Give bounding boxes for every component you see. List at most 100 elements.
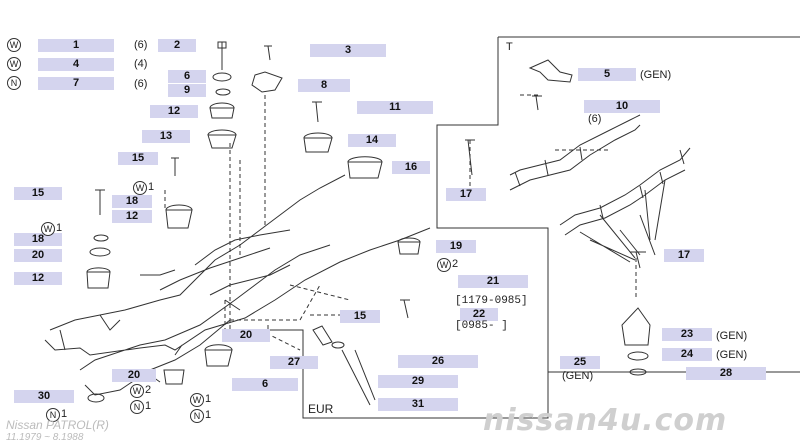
fastener-code-index: 1 <box>148 181 155 193</box>
callout-label[interactable]: 29 <box>378 375 458 388</box>
date-range-caption: 11.1979 ~ 8.1988 <box>6 432 84 443</box>
callout-label[interactable]: 25 <box>560 356 600 369</box>
callout-label[interactable]: 30 <box>14 390 74 403</box>
fastener-code-w: W <box>41 222 55 236</box>
callout-label[interactable]: 10 <box>584 100 660 113</box>
callout-label[interactable]: 22 <box>460 308 498 321</box>
callout-label[interactable]: 5 <box>578 68 636 81</box>
watermark: nissan4u.com <box>483 403 728 438</box>
callout-label[interactable]: 20 <box>112 369 156 382</box>
model-caption: Nissan PATROL(R) <box>6 418 109 432</box>
part-bolt-15c <box>400 299 410 319</box>
fastener-code-index: 1 <box>61 408 68 420</box>
part-bolt-3 <box>264 45 272 61</box>
part-bush-23 <box>621 307 651 346</box>
callout-label[interactable]: 6 <box>232 378 298 391</box>
callout-label[interactable]: 1 <box>38 39 114 52</box>
callout-label[interactable]: 27 <box>270 356 318 369</box>
callout-label[interactable]: 26 <box>398 355 478 368</box>
part-bracket-5 <box>528 59 573 83</box>
part-bolt-15a <box>171 157 179 176</box>
section-t-frame <box>509 114 691 236</box>
part-bush-12b <box>165 204 193 229</box>
fastener-code-n: N <box>190 409 204 423</box>
fastener-code-index: 2 <box>452 258 459 270</box>
fastener-code-index: 1 <box>205 409 212 421</box>
fastener-code-w: W <box>7 38 21 52</box>
callout-label[interactable]: 15 <box>118 152 158 165</box>
part-bolt-11 <box>312 101 322 123</box>
callout-label[interactable]: 2 <box>158 39 196 52</box>
callout-label[interactable]: 3 <box>310 44 386 57</box>
callout-label[interactable]: 12 <box>14 272 62 285</box>
part-bush-20a <box>89 247 111 257</box>
callout-label[interactable]: 15 <box>340 310 380 323</box>
date-code: [1179-0985] <box>455 295 528 307</box>
part-washer-6 <box>212 72 232 82</box>
note-gen: (GEN) <box>640 69 672 81</box>
callout-label[interactable]: 18 <box>112 195 152 208</box>
fastener-code-index: 1 <box>56 222 63 234</box>
dashed-guide <box>164 94 637 351</box>
fastener-code-index: 1 <box>145 400 152 412</box>
part-bush-19 <box>397 237 421 255</box>
part-washer-25 <box>331 341 345 349</box>
fastener-code-n: N <box>7 76 21 90</box>
callout-label[interactable]: 4 <box>38 58 114 71</box>
part-bolt-15b <box>95 189 105 215</box>
note-qty: (6) <box>588 113 602 125</box>
callout-label[interactable]: 21 <box>458 275 528 288</box>
part-bolt-2 <box>217 41 227 70</box>
callout-label[interactable]: 24 <box>662 348 712 361</box>
callout-label[interactable]: 20 <box>222 329 270 342</box>
callout-label[interactable]: 12 <box>150 105 198 118</box>
part-washer-24 <box>627 351 649 361</box>
callout-label[interactable]: 8 <box>298 79 350 92</box>
callout-label[interactable]: 14 <box>348 134 396 147</box>
fastener-code-w: W <box>7 57 21 71</box>
fastener-code-n: N <box>46 408 60 422</box>
part-bolt-10 <box>532 95 542 111</box>
callout-label[interactable]: 9 <box>168 84 206 97</box>
callout-label[interactable]: 28 <box>686 367 766 380</box>
part-bush-16 <box>347 156 383 179</box>
legend-qty: (6) <box>134 78 148 90</box>
callout-label[interactable]: 11 <box>357 101 433 114</box>
callout-label[interactable]: 18 <box>14 233 62 246</box>
callout-label[interactable]: 23 <box>662 328 712 341</box>
part-washer-18 <box>93 234 109 242</box>
part-plate-8 <box>251 71 283 93</box>
date-code: [0985- ] <box>455 320 508 332</box>
callout-label[interactable]: 17 <box>664 249 704 262</box>
part-bush-27 <box>312 325 333 346</box>
callout-label[interactable]: 16 <box>392 161 430 174</box>
callout-label[interactable]: 7 <box>38 77 114 90</box>
part-bolt-29 <box>341 349 376 406</box>
part-bush-12c <box>86 267 111 289</box>
fastener-code-w: W <box>437 258 451 272</box>
note-gen: (GEN) <box>716 330 748 342</box>
section-tag: T <box>506 41 513 53</box>
part-bush-12 <box>209 102 235 119</box>
legend-qty: (4) <box>134 58 148 70</box>
callout-label[interactable]: 15 <box>14 187 62 200</box>
callout-label[interactable]: 31 <box>378 398 458 411</box>
fastener-code-n: N <box>130 400 144 414</box>
part-bush-14 <box>303 132 333 153</box>
note-gen: (GEN) <box>562 370 594 382</box>
part-washer-9 <box>215 88 231 96</box>
fastener-code-w: W <box>130 384 144 398</box>
fastener-code-index: 1 <box>205 393 212 405</box>
callout-label[interactable]: 6 <box>168 70 206 83</box>
note-gen: (GEN) <box>716 349 748 361</box>
fastener-code-w: W <box>133 181 147 195</box>
fastener-code-w: W <box>190 393 204 407</box>
arrow-set <box>579 179 666 263</box>
callout-label[interactable]: 12 <box>112 210 152 223</box>
callout-label[interactable]: 13 <box>142 130 190 143</box>
callout-label[interactable]: 20 <box>14 249 62 262</box>
region-tag: EUR <box>308 402 334 416</box>
callout-label[interactable]: 17 <box>446 188 486 201</box>
callout-label[interactable]: 19 <box>436 240 476 253</box>
